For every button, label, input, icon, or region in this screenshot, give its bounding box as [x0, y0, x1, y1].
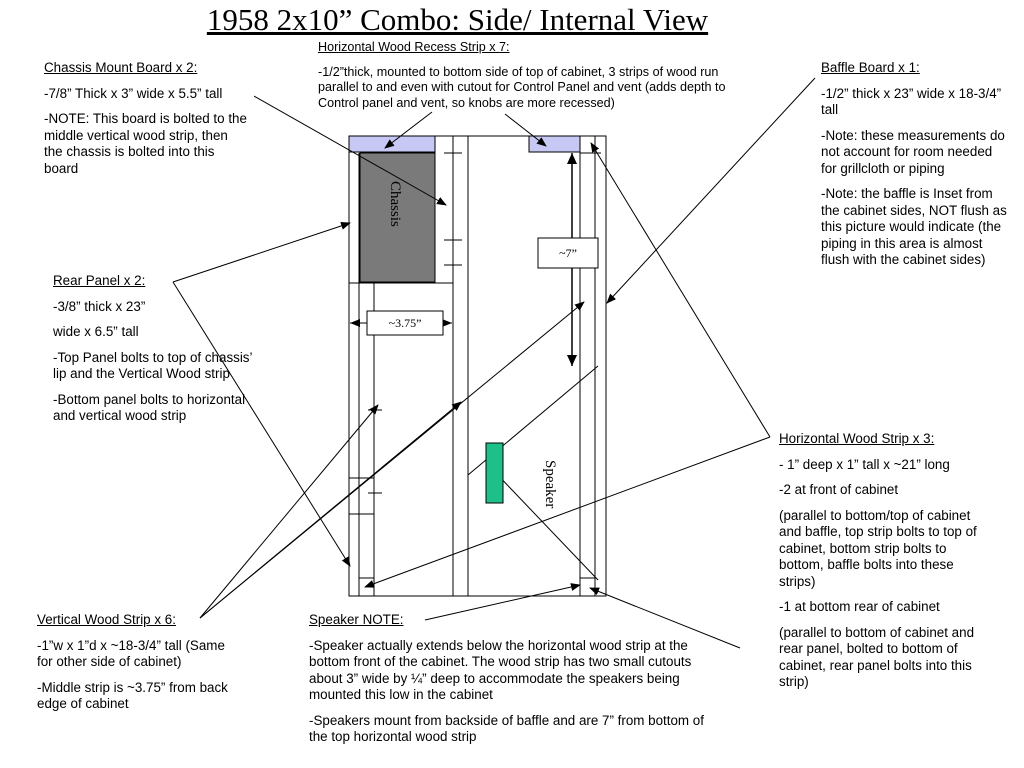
- dim-seven-label: ~7”: [559, 246, 577, 260]
- horizontal-strip-note: Horizontal Wood Strip x 3: - 1” deep x 1…: [779, 431, 984, 700]
- leader-horiz-front: [589, 587, 741, 649]
- leader-speaker-note: [424, 583, 581, 621]
- leader-chassis-board: [253, 95, 447, 206]
- chassis-label: Chassis: [387, 181, 403, 227]
- cabinet-outline: [348, 135, 607, 597]
- leader-horiz-rear: [364, 436, 771, 588]
- recess-strip-heading: Horizontal Wood Recess Strip x 7:: [318, 40, 510, 54]
- speaker: [485, 442, 504, 504]
- speaker-note: Speaker NOTE: -Speaker actually extends …: [309, 612, 719, 755]
- dim-width-box: [366, 310, 444, 336]
- chassis-board-note: Chassis Mount Board x 2: -7/8” Thick x 3…: [44, 60, 249, 186]
- page-title: 1958 2x10” Combo: Side/ Internal View: [206, 2, 709, 37]
- leader-vert-1: [199, 404, 379, 619]
- baffle-board-heading: Baffle Board x 1:: [821, 60, 920, 75]
- leader-vert-3: [199, 301, 585, 619]
- rear-panel-heading: Rear Panel x 2:: [53, 273, 146, 288]
- speaker-note-heading: Speaker NOTE:: [309, 612, 404, 627]
- horizontal-strip-heading: Horizontal Wood Strip x 3:: [779, 431, 935, 446]
- vertical-strip-heading: Vertical Wood Strip x 6:: [37, 612, 176, 627]
- dim-width-label: ~3.75”: [389, 316, 422, 330]
- vertical-strip-note: Vertical Wood Strip x 6: -1”w x 1”d x ~1…: [37, 612, 242, 722]
- recess-strip-note: Horizontal Wood Recess Strip x 7: -1/2”t…: [318, 40, 758, 120]
- chassis-board-heading: Chassis Mount Board x 2:: [44, 60, 198, 75]
- baffle-board-note: Baffle Board x 1: -1/2” thick x 23” wide…: [821, 60, 1011, 278]
- rear-panel-note: Rear Panel x 2: -3/8” thick x 23” wide x…: [53, 273, 252, 423]
- baffle-line: [492, 469, 599, 581]
- speaker-label: Speaker: [542, 460, 558, 508]
- leader-recess-left: [384, 111, 433, 149]
- leader-rear-top: [172, 222, 351, 283]
- dim-seven-box: [537, 237, 599, 269]
- recess-strip-left: [348, 135, 436, 153]
- chassis-board: [359, 152, 436, 283]
- leader-horiz-top: [590, 142, 771, 438]
- leader-baffle: [606, 77, 816, 304]
- leader-recess-right: [504, 113, 547, 147]
